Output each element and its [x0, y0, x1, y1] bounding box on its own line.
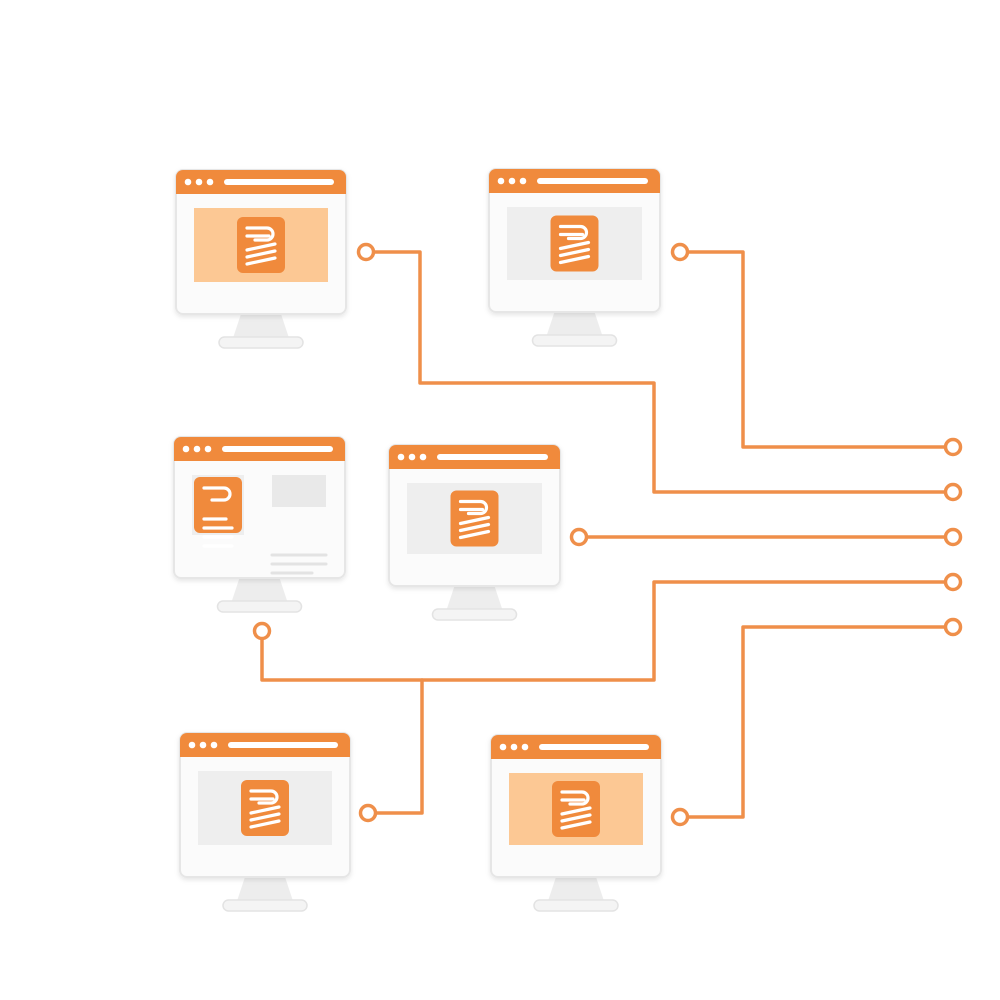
window-dots-icon: [184, 178, 214, 186]
screen-content: [194, 208, 328, 282]
window-dots-icon: [499, 743, 529, 751]
wire-endpoint[interactable]: [670, 242, 690, 262]
document-icon: [552, 781, 600, 837]
screen-content: [507, 207, 642, 280]
monitor-1[interactable]: [175, 169, 347, 349]
address-bar: [228, 742, 338, 748]
wire-line: [678, 250, 955, 449]
wire-monitor-1-to-port-2: [356, 242, 955, 494]
window-dots-icon: [497, 177, 527, 185]
monitor-6[interactable]: [490, 734, 662, 912]
port-4[interactable]: [943, 572, 963, 592]
wire-monitor-4-to-port-3: [569, 527, 955, 547]
address-bar: [537, 178, 648, 184]
connection-wires: [252, 242, 963, 827]
document-icon: [237, 217, 285, 273]
wire-line: [678, 625, 955, 819]
screen-content: [509, 773, 643, 845]
document-icon: [550, 215, 599, 272]
monitor-foot: [533, 899, 619, 912]
window-title-bar: [174, 437, 345, 461]
wire-line: [260, 580, 955, 682]
window-dots-icon: [397, 453, 427, 461]
port-3[interactable]: [943, 527, 963, 547]
monitor-3[interactable]: [173, 436, 346, 613]
screen-content: [192, 475, 328, 575]
window-title-bar: [491, 735, 661, 759]
port-5[interactable]: [943, 617, 963, 637]
wire-line: [364, 250, 955, 494]
wire-endpoint[interactable]: [670, 807, 690, 827]
monitor-stand: [231, 578, 288, 602]
wire-line: [366, 678, 424, 815]
monitor-foot: [216, 600, 303, 613]
wire-monitor-5-to-port-4: [358, 678, 424, 823]
address-bar: [222, 446, 333, 452]
document-icon: [450, 490, 499, 547]
wire-endpoint[interactable]: [358, 803, 378, 823]
window-title-bar: [180, 733, 350, 757]
address-bar: [539, 744, 649, 750]
screen-content: [198, 771, 332, 845]
monitor-5[interactable]: [179, 732, 351, 912]
wire-endpoint[interactable]: [252, 621, 272, 641]
image-placeholder: [272, 475, 326, 507]
monitor-stand: [548, 877, 604, 901]
document-icon: [241, 780, 289, 836]
monitor-4[interactable]: [388, 444, 561, 621]
monitor-group: [173, 168, 662, 912]
monitor-foot: [218, 336, 304, 349]
wire-endpoint[interactable]: [569, 527, 589, 547]
window-dots-icon: [182, 445, 212, 453]
monitor-foot: [222, 899, 308, 912]
monitor-foot: [531, 334, 618, 347]
document-icon: [194, 477, 242, 548]
wire-endpoint[interactable]: [356, 242, 376, 262]
screen-content: [407, 483, 542, 554]
monitor-2[interactable]: [488, 168, 661, 347]
monitor-stand: [446, 586, 503, 610]
monitor-stand: [546, 312, 603, 336]
wire-monitor-2-to-port-1: [670, 242, 955, 449]
address-bar: [224, 179, 334, 185]
window-title-bar: [176, 170, 346, 194]
wire-monitor-3-to-port-4: [252, 580, 955, 682]
window-title-bar: [389, 445, 560, 469]
monitor-stand: [233, 314, 289, 338]
window-title-bar: [489, 169, 660, 193]
port-1[interactable]: [943, 437, 963, 457]
wire-monitor-6-to-port-5: [670, 625, 955, 827]
address-bar: [437, 454, 548, 460]
monitor-stand: [237, 877, 293, 901]
port-2[interactable]: [943, 482, 963, 502]
monitor-foot: [431, 608, 518, 621]
window-dots-icon: [188, 741, 218, 749]
